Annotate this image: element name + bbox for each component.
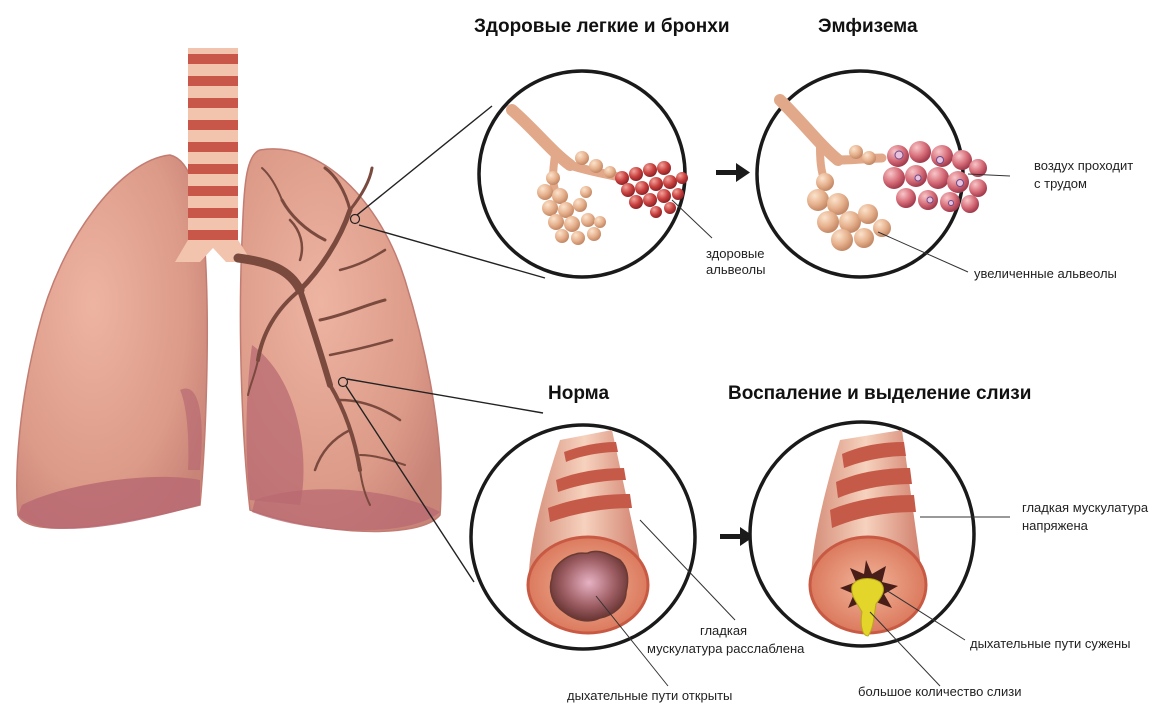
label-air-difficult: воздух проходит с трудом (1034, 158, 1137, 191)
trachea-rings (188, 54, 238, 240)
lungs (17, 48, 441, 531)
airway-lumen-open (551, 551, 628, 620)
label-airways-open: дыхательные пути открыты (567, 688, 732, 703)
label-smooth-tense: гладкая мускулатура напряжена (1022, 500, 1152, 533)
title-healthy: Здоровые легкие и бронхи (474, 16, 730, 37)
label-enlarged-alveoli: увеличенные альвеолы (974, 266, 1117, 281)
arrow-top (716, 163, 750, 182)
panel-emphysema: воздух проходит с трудом увеличенные аль… (757, 71, 1137, 281)
label-airways-narrowed: дыхательные пути сужены (970, 636, 1131, 651)
title-emphysema: Эмфизема (818, 16, 918, 37)
title-norm: Норма (548, 383, 609, 404)
label-smooth-relaxed: гладкая мускулатура расслаблена (647, 623, 805, 656)
left-lung (17, 155, 207, 528)
panel-inflamed-airway: гладкая мускулатура напряжена дыхательны… (750, 422, 1152, 699)
label-healthy-alveoli: здоровые альвеолы (706, 246, 768, 277)
title-inflammation: Воспаление и выделение слизи (728, 383, 1031, 404)
label-much-mucus: большое количество слизи (858, 684, 1022, 699)
